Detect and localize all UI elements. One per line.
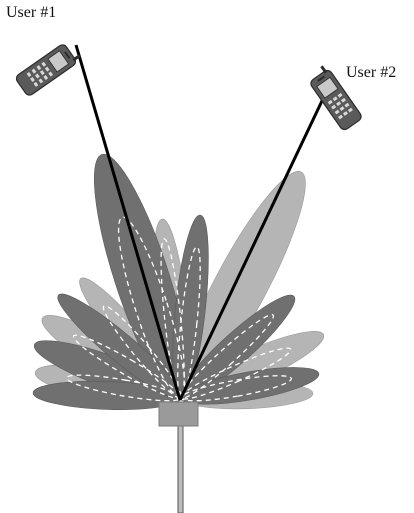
antenna-box — [159, 402, 198, 426]
user-1-label: User #1 — [6, 4, 56, 22]
antenna-mast — [178, 420, 183, 513]
user-2-label: User #2 — [346, 64, 396, 82]
mobile-phone-icon — [15, 40, 83, 98]
